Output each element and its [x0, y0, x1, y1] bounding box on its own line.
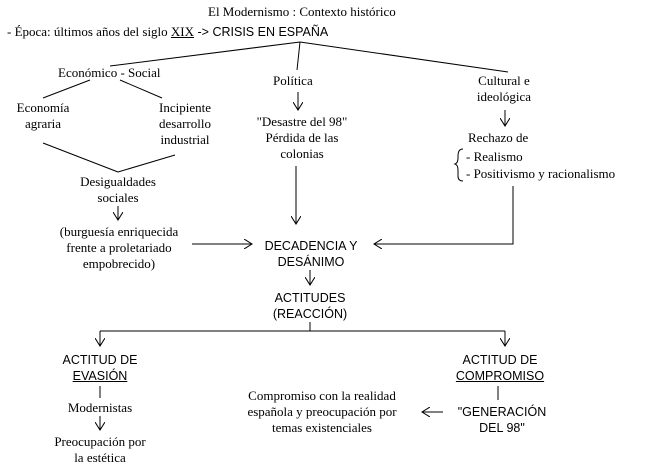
compromiso-desc-node: Compromiso con la realidad española y pr…	[224, 388, 420, 436]
epoca-line: - Época: últimos años del siglo XIX -> C…	[7, 24, 328, 40]
desc-line-1: Compromiso con la realidad	[248, 388, 396, 403]
desarrollo-label: desarrollo	[159, 116, 211, 131]
modernistas-label: Modernistas	[67, 400, 133, 415]
compromiso-node: ACTITUD DE COMPROMISO	[440, 352, 560, 384]
estetica-label: la estética	[74, 450, 126, 465]
parentheses-node: (burguesía enriquecida frente a proletar…	[44, 224, 194, 272]
econ-line-right	[119, 79, 163, 99]
decadencia-label: DECADENCIA Y	[264, 239, 358, 253]
diagram-title: El Modernismo : Contexto histórico	[208, 4, 396, 19]
epoca-prefix: - Época: últimos años del siglo	[7, 24, 171, 39]
del-98-label: DEL 98"	[479, 421, 525, 435]
agraria-label: agraria	[24, 116, 62, 131]
epoca-siglo: XIX	[170, 24, 195, 39]
rechazo-item-realismo: - Realismo	[466, 149, 523, 164]
branch-line-politica	[296, 41, 301, 71]
generacion-label: "GENERACIÓN	[457, 405, 547, 419]
branch-line-cultural	[299, 41, 509, 73]
perdida-label: Pérdida de las	[265, 130, 339, 145]
sociales-label: sociales	[97, 190, 139, 205]
rechazo-label: Rechazo de	[468, 130, 529, 145]
incipiente-label: Incipiente	[159, 100, 211, 115]
branch-line-economico	[109, 41, 301, 67]
epoca-arrow: ->	[194, 25, 213, 39]
compromiso-label: COMPROMISO	[455, 369, 545, 383]
paren-line-3: empobrecido)	[82, 256, 156, 271]
generacion-node: "GENERACIÓN DEL 98"	[443, 404, 561, 436]
economico-header: Económico - Social	[58, 65, 161, 80]
rechazo-item-positivismo: - Positivismo y racionalismo	[466, 166, 616, 181]
converge-line-left	[42, 142, 119, 173]
economico-right: Incipiente desarrollo industrial	[140, 100, 230, 148]
desc-line-3: temas existenciales	[272, 420, 372, 435]
industrial-label: industrial	[160, 132, 210, 147]
epoca-crisis: CRISIS EN ESPAÑA	[212, 25, 329, 39]
desastre-label: "Desastre del 98"	[256, 114, 348, 129]
colonias-label: colonias	[280, 146, 324, 161]
desigualdades-label: Desigualdades	[80, 174, 156, 189]
preocupacion-node: Preocupación por la estética	[30, 434, 170, 466]
decadencia-node: DECADENCIA Y DESÁNIMO	[250, 238, 372, 270]
desigualdades-node: Desigualdades sociales	[60, 174, 176, 206]
actitud-evasion-label: ACTITUD DE	[62, 353, 138, 367]
paren-line-1: (burguesía enriquecida	[59, 224, 179, 239]
desc-line-2: española y preocupación por	[247, 404, 397, 419]
actitudes-label: ACTITUDES	[274, 291, 346, 305]
preocupacion-label: Preocupación por	[54, 434, 146, 449]
actitudes-node: ACTITUDES (REACCIÓN)	[250, 290, 370, 322]
arrow-cultural-decadencia	[374, 186, 514, 244]
politica-node: "Desastre del 98" Pérdida de las colonia…	[244, 114, 360, 162]
paren-line-2: frente a proletariado	[66, 240, 172, 255]
reaccion-label: (REACCIÓN)	[272, 307, 348, 321]
economico-left: Economía agraria	[0, 100, 86, 132]
economia-label: Economía	[16, 100, 70, 115]
cultural-label: Cultural e	[478, 73, 530, 88]
econ-line-left	[42, 79, 91, 99]
politica-header: Política	[273, 73, 313, 88]
converge-line-right	[117, 154, 176, 173]
actitud-compromiso-label: ACTITUD DE	[462, 353, 538, 367]
rechazo-brace	[453, 148, 464, 182]
desanimo-label: DESÁNIMO	[277, 255, 345, 269]
evasion-node: ACTITUD DE EVASIÓN	[48, 352, 152, 384]
ideologica-label: ideológica	[476, 89, 532, 104]
cultural-header: Cultural e ideológica	[464, 73, 544, 105]
evasion-label: EVASIÓN	[72, 369, 128, 383]
